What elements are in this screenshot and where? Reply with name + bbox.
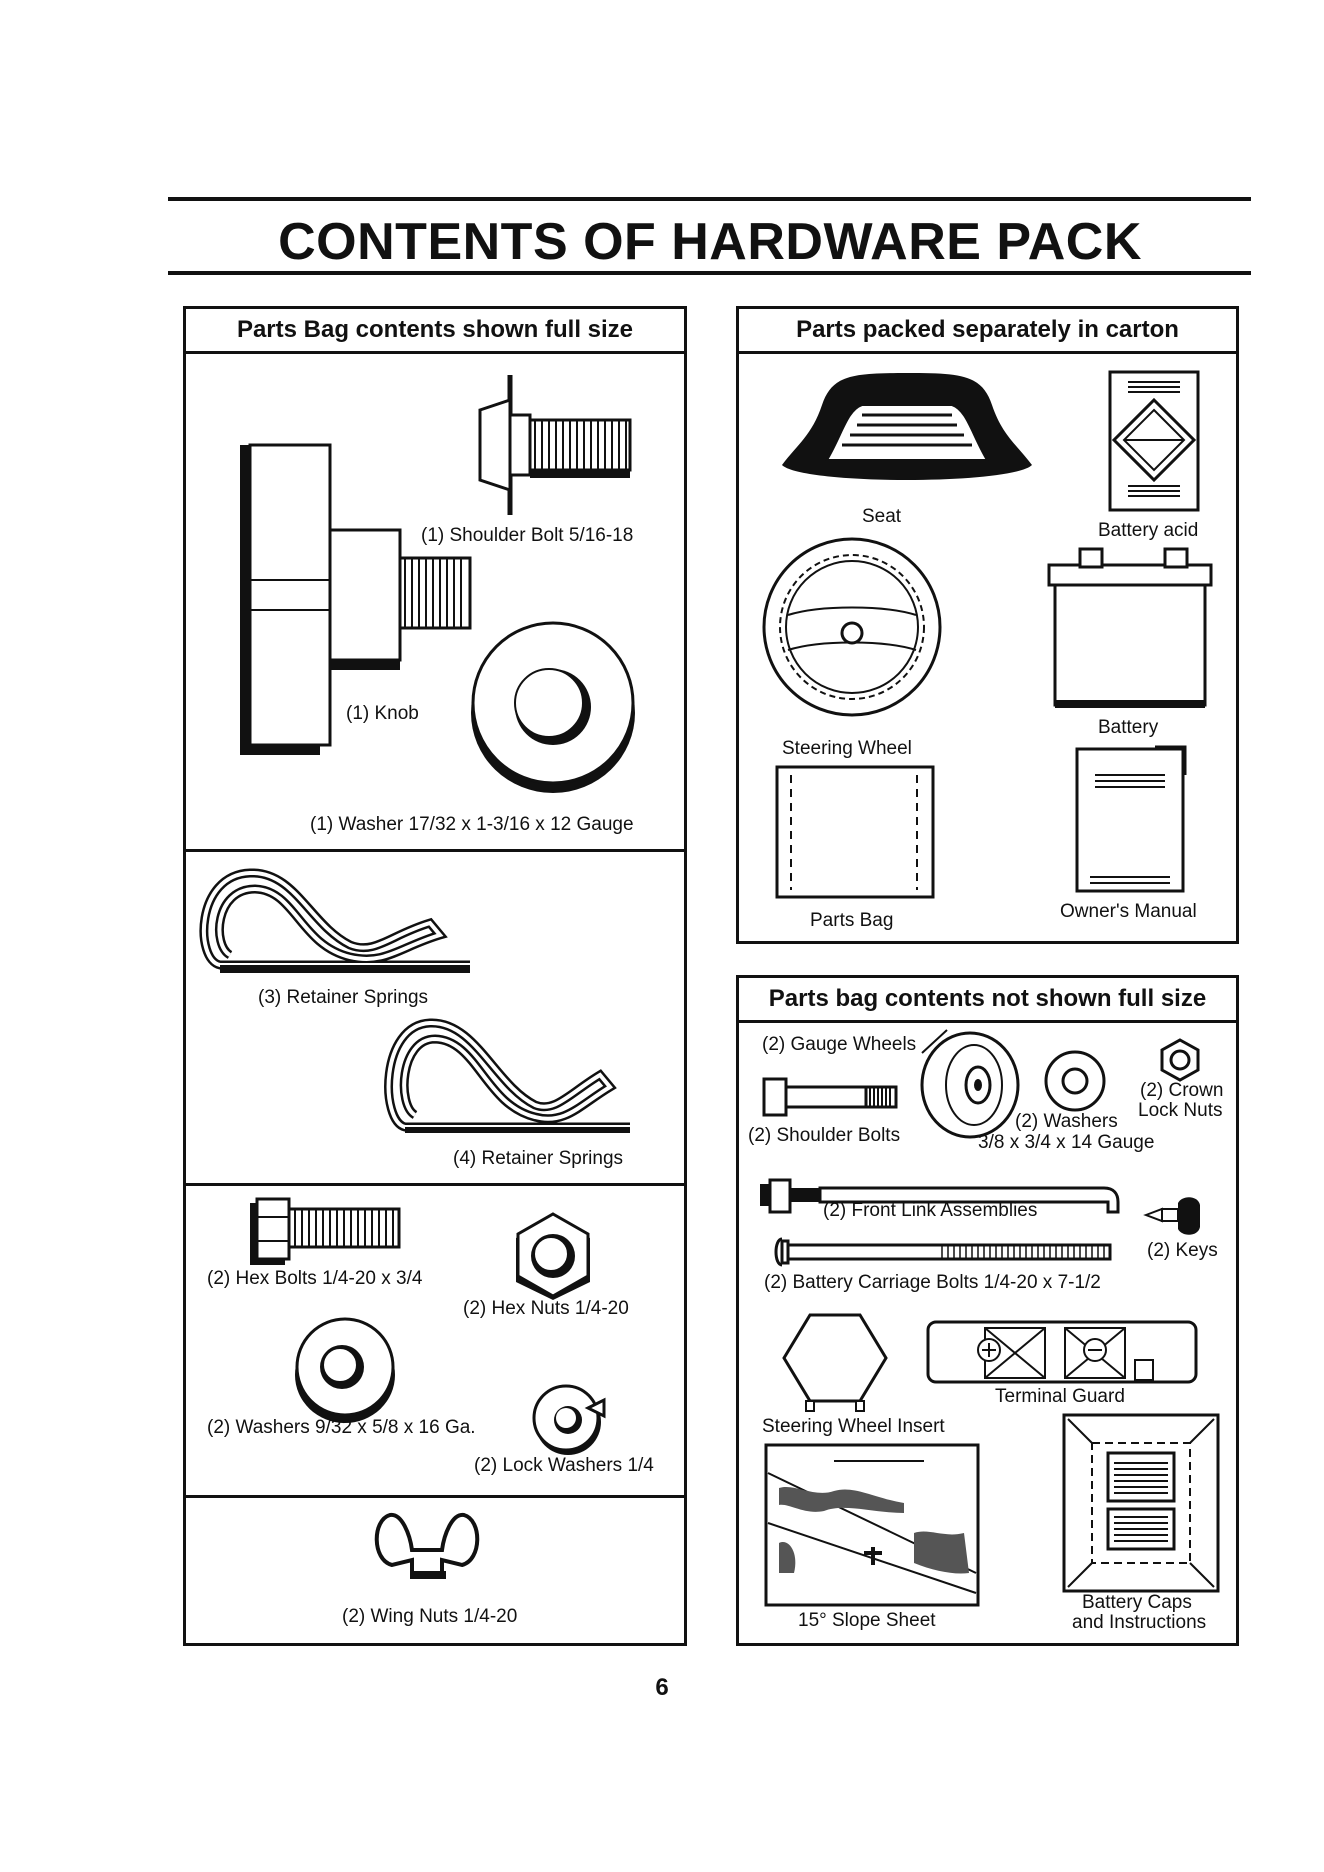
steering-wheel-label: Steering Wheel xyxy=(782,738,912,759)
parts-bag-label: Parts Bag xyxy=(810,910,894,931)
key-icon xyxy=(1143,1197,1200,1235)
front-link-icon xyxy=(760,1178,1120,1214)
parts-bag-icon xyxy=(775,765,935,899)
left-divider-2 xyxy=(186,1183,684,1186)
carriage-bolts-label: (2) Battery Carriage Bolts 1/4-20 x 7-1/… xyxy=(764,1272,1101,1293)
wing-nut-icon xyxy=(374,1512,480,1579)
seat-label: Seat xyxy=(862,506,902,527)
front-link-label: (2) Front Link Assemblies xyxy=(823,1200,1038,1221)
hex-bolts-label: (2) Hex Bolts 1/4-20 x 3/4 xyxy=(207,1268,423,1289)
terminal-guard-icon xyxy=(926,1320,1198,1384)
battery-caps-icon xyxy=(1062,1413,1220,1593)
lock-washer-icon xyxy=(532,1384,606,1455)
crown-lock-nuts-label-1: (2) Crown xyxy=(1140,1080,1224,1101)
knob-icon xyxy=(240,443,472,755)
slope-sheet-label: 15° Slope Sheet xyxy=(798,1610,936,1631)
page-title: CONTENTS OF HARDWARE PACK xyxy=(278,213,1142,271)
hex-nut-icon xyxy=(516,1212,590,1300)
battery-caps-label-2: and Instructions xyxy=(1072,1612,1207,1633)
hex-nuts-label: (2) Hex Nuts 1/4-20 xyxy=(463,1298,629,1319)
shoulder-bolts-label: (2) Shoulder Bolts xyxy=(748,1125,901,1146)
keys-label: (2) Keys xyxy=(1147,1240,1218,1261)
wing-nuts-label: (2) Wing Nuts 1/4-20 xyxy=(342,1606,518,1627)
washer-icon xyxy=(471,621,635,793)
lock-washers-label: (2) Lock Washers 1/4 xyxy=(474,1455,654,1476)
battery-caps-label-1: Battery Caps xyxy=(1082,1592,1192,1613)
page-number: 6 xyxy=(655,1674,669,1701)
owners-manual-icon xyxy=(1075,745,1187,893)
steering-wheel-insert-label: Steering Wheel Insert xyxy=(762,1416,945,1437)
seat-icon xyxy=(782,373,1032,480)
parts-bag-full-size-header: Parts Bag contents shown full size xyxy=(186,309,684,354)
crown-lock-nuts-label-2: Lock Nuts xyxy=(1138,1100,1223,1121)
knob-label: (1) Knob xyxy=(346,703,419,724)
battery-acid-label: Battery acid xyxy=(1098,520,1199,541)
parts-bag-full-size-box: Parts Bag contents shown full size xyxy=(183,306,687,1646)
parts-bag-not-full-size-header: Parts bag contents not shown full size xyxy=(739,978,1236,1023)
retainer-springs-3-label: (3) Retainer Springs xyxy=(258,987,429,1008)
left-divider-1 xyxy=(186,849,684,852)
battery-acid-icon xyxy=(1108,370,1200,512)
retainer-spring-4-icon xyxy=(384,1018,630,1133)
battery-icon xyxy=(1047,547,1213,708)
slope-sheet-icon xyxy=(764,1443,980,1607)
gauge-wheel-icon xyxy=(920,1029,1020,1139)
title-rule-top xyxy=(168,197,1251,201)
small-washer-pair-icon xyxy=(1044,1050,1106,1112)
owners-manual-label: Owner's Manual xyxy=(1060,901,1197,922)
retainer-springs-4-label: (4) Retainer Springs xyxy=(453,1148,624,1169)
crown-lock-nut-icon xyxy=(1160,1038,1200,1082)
battery-label: Battery xyxy=(1098,717,1159,738)
shoulder-bolt-label: (1) Shoulder Bolt 5/16-18 xyxy=(421,525,634,546)
terminal-guard-label: Terminal Guard xyxy=(995,1386,1125,1407)
retainer-spring-3-icon xyxy=(199,868,470,973)
washers-label-1: (2) Washers xyxy=(1015,1111,1118,1132)
washer-label: (1) Washer 17/32 x 1-3/16 x 12 Gauge xyxy=(310,814,634,835)
parts-packed-separately-box: Parts packed separately in carton xyxy=(736,306,1239,944)
shoulder-bolt-small-icon xyxy=(762,1077,898,1117)
steering-wheel-insert-icon xyxy=(782,1313,888,1412)
steering-wheel-icon xyxy=(762,537,942,717)
small-washers-label: (2) Washers 9/32 x 5/8 x 16 Ga. xyxy=(207,1417,476,1438)
parts-bag-not-full-size-box: Parts bag contents not shown full size xyxy=(736,975,1239,1646)
left-divider-3 xyxy=(186,1495,684,1498)
washers-label-2: 3/8 x 3/4 x 14 Gauge xyxy=(978,1132,1155,1153)
title-rule-bottom xyxy=(168,271,1251,275)
gauge-wheels-label: (2) Gauge Wheels xyxy=(762,1034,917,1055)
parts-packed-separately-header: Parts packed separately in carton xyxy=(739,309,1236,354)
hex-bolt-icon xyxy=(250,1197,401,1265)
carriage-bolt-icon xyxy=(774,1237,1112,1267)
shoulder-bolt-icon xyxy=(478,375,632,515)
small-washer-icon xyxy=(295,1317,395,1423)
